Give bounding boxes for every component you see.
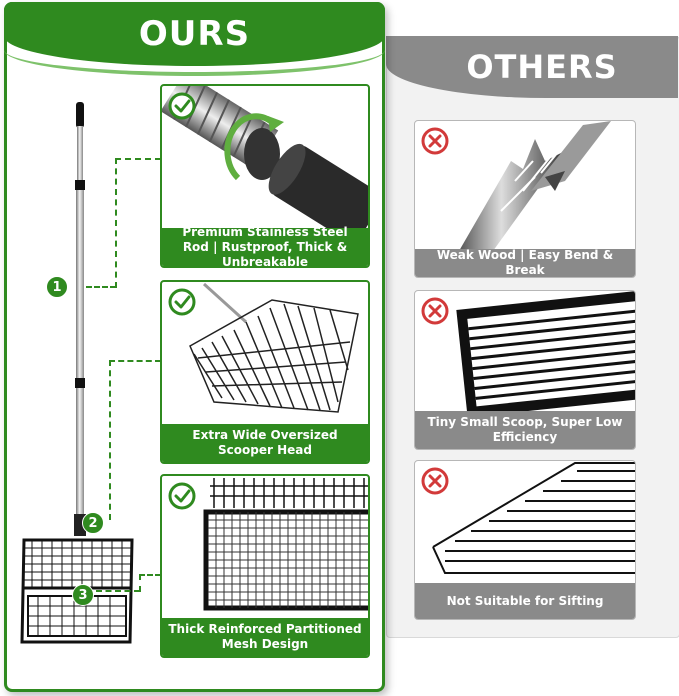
ours-card-mesh: Thick Reinforced Partitioned Mesh Design [160, 474, 370, 658]
ours-caption-1: Premium Stainless Steel Rod | Rustproof,… [162, 225, 368, 266]
connector-line-3v [139, 574, 141, 592]
feature-number-1: 1 [46, 276, 68, 298]
others-card-tiny-scoop: Tiny Small Scoop, Super Low Efficiency [414, 290, 636, 450]
steel-rod-thread-image [162, 86, 368, 232]
others-caption-1: Weak Wood | Easy Bend & Break [415, 248, 635, 277]
ours-header-accent [4, 44, 385, 76]
connector-line-2v [109, 360, 111, 520]
check-icon [168, 92, 196, 120]
others-caption-2: Tiny Small Scoop, Super Low Efficiency [415, 411, 635, 449]
wire-scoop-image [432, 462, 635, 574]
others-header: OTHERS [386, 36, 678, 98]
others-caption-3: Not Suitable for Sifting [415, 583, 635, 619]
connector-line-1v [115, 158, 117, 288]
product-pole-scooper-image [20, 102, 134, 644]
x-icon [421, 467, 449, 495]
ours-caption-2: Extra Wide Oversized Scooper Head [162, 424, 368, 462]
connector-line-3 [96, 590, 140, 592]
x-icon [421, 127, 449, 155]
wide-scooper-head-image [189, 282, 359, 413]
broken-wood-rod-image [459, 121, 611, 251]
ours-card-wide-head: Extra Wide Oversized Scooper Head [160, 280, 370, 464]
check-icon [168, 482, 196, 510]
check-icon [168, 288, 196, 316]
others-title: OTHERS [466, 48, 618, 86]
ours-title: OURS [138, 14, 251, 54]
ours-header: OURS [4, 2, 385, 66]
connector-line-2h [109, 360, 161, 362]
partitioned-mesh-image [203, 478, 368, 611]
connector-line-3h [139, 574, 161, 576]
others-card-not-sifting: Not Suitable for Sifting [414, 460, 636, 620]
feature-number-2: 2 [82, 512, 104, 534]
feature-number-3: 3 [72, 584, 94, 606]
tiny-scoop-image [456, 291, 635, 413]
x-icon [421, 297, 449, 325]
ours-caption-3: Thick Reinforced Partitioned Mesh Design [162, 618, 368, 656]
others-card-weak-wood: Weak Wood | Easy Bend & Break [414, 120, 636, 278]
ours-card-steel-rod: Premium Stainless Steel Rod | Rustproof,… [160, 84, 370, 268]
connector-line-1 [86, 286, 116, 288]
connector-line-1h [115, 158, 161, 160]
